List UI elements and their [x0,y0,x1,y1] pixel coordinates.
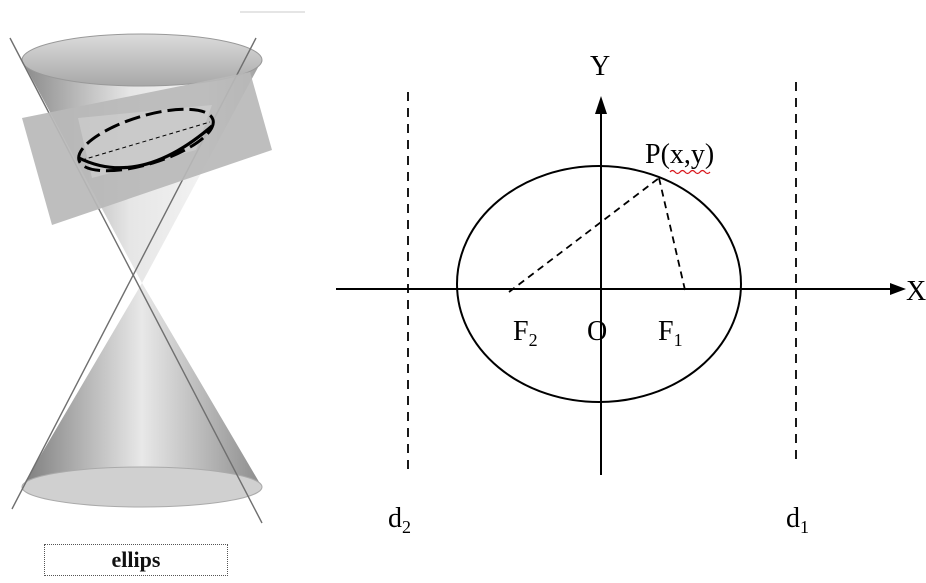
x-axis-label: X [906,276,926,307]
y-axis-label: Y [590,51,610,82]
lower-cone-base [21,466,263,508]
point-p-label: P(x,y) [645,139,714,170]
focus-f1-label: F1 [658,316,683,350]
double-cone-illustration [9,11,305,524]
ellipse-coordinate-diagram: Y X O P(x,y) F2 F1 d2 d1 [336,51,926,537]
section-major-axis [81,121,211,161]
ellipse-curve [456,165,742,403]
focal-radius-right [658,177,686,291]
y-axis-arrow-icon [595,96,607,114]
focus-f2-label: F2 [513,316,538,350]
lower-cone-body [22,283,262,487]
cone-caption-box: ellips [44,544,228,576]
directrix-d1-label: d1 [786,503,809,537]
x-axis-arrow-icon [890,283,906,295]
section-ellipse-front [78,124,214,170]
origin-label: O [587,316,607,347]
directrix-d2-label: d2 [388,503,411,537]
focal-radius-left [508,177,660,293]
spellcheck-underline [669,169,711,175]
